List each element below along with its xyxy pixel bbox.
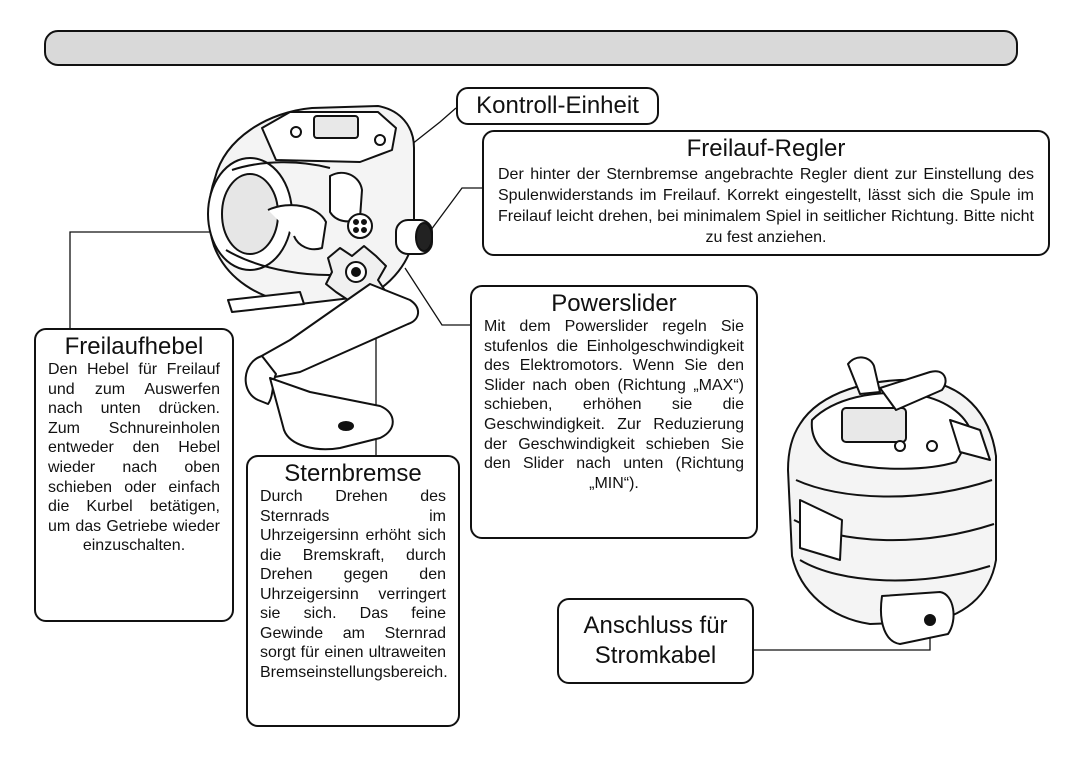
electric-reel-rear-view-icon bbox=[787, 356, 997, 645]
electric-reel-side-view-icon bbox=[207, 105, 433, 451]
freilauf-regler-text: Der hinter der Sternbremse angebrachte R… bbox=[498, 166, 1034, 246]
sternbremse-box: Sternbremse Durch Drehen des Sternrads i… bbox=[246, 455, 460, 727]
kontroll-einheit-text: Kontroll-Einheit bbox=[476, 92, 639, 119]
freilauf-regler-box: Freilauf-Regler Der hinter der Sternbrem… bbox=[482, 130, 1050, 256]
kontroll-einheit-label: Kontroll-Einheit bbox=[456, 87, 659, 125]
leader-kontroll bbox=[401, 107, 457, 153]
anschluss-stromkabel-text: Anschluss für Stromkabel bbox=[583, 612, 728, 669]
anschluss-stromkabel-label: Anschluss für Stromkabel bbox=[557, 598, 754, 684]
freilaufhebel-title: Freilaufhebel bbox=[64, 333, 204, 360]
powerslider-text: Mit dem Powerslider regeln Sie stufenlos… bbox=[484, 318, 744, 492]
powerslider-box: Powerslider Mit dem Powerslider regeln S… bbox=[470, 285, 758, 539]
freilaufhebel-box: Freilaufhebel Den Hebel für Freilauf und… bbox=[34, 328, 234, 622]
freilauf-regler-title: Freilauf-Regler bbox=[686, 135, 846, 162]
leader-freilauf-regler bbox=[424, 187, 482, 239]
powerslider-title: Powerslider bbox=[551, 290, 677, 317]
header-bar bbox=[44, 30, 1018, 66]
sternbremse-title: Sternbremse bbox=[284, 460, 422, 487]
freilaufhebel-text: Den Hebel für Freilauf und zum Auswerfen… bbox=[48, 361, 220, 555]
sternbremse-text: Durch Drehen des Sternrads im Uhrzeigers… bbox=[260, 488, 448, 681]
leader-powerslider bbox=[404, 267, 470, 326]
